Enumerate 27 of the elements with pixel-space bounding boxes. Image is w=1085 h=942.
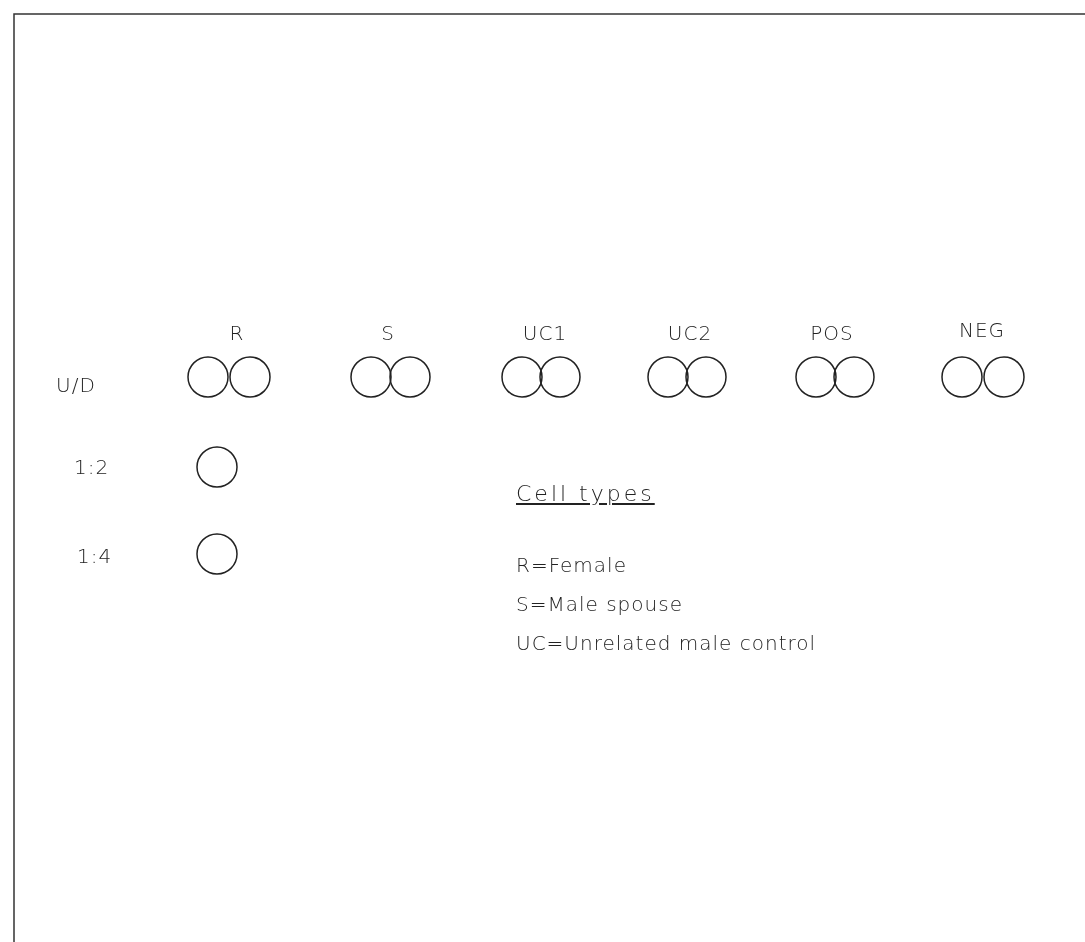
legend-text: R=Female	[516, 555, 627, 575]
well-circle	[389, 356, 431, 398]
well-circle	[941, 356, 983, 398]
well-circle	[187, 356, 229, 398]
well-circle	[983, 356, 1025, 398]
legend-heading: Cell types	[516, 483, 655, 508]
legend-text: S=Male spouse	[516, 594, 683, 614]
column-header: R	[229, 323, 245, 343]
well-circle	[196, 446, 238, 488]
well-circle	[795, 356, 837, 398]
well-circle	[685, 356, 727, 398]
column-header: UC2	[667, 323, 713, 343]
well-circle	[196, 533, 238, 575]
row-header: U/D	[56, 375, 96, 395]
row-header: 1:2	[74, 457, 110, 477]
column-header: UC1	[522, 323, 568, 343]
well-circle	[229, 356, 271, 398]
well-circle	[501, 356, 543, 398]
column-header: POS	[810, 323, 854, 343]
well-circle	[833, 356, 875, 398]
row-header: 1:4	[77, 546, 113, 566]
legend-text: UC=Unrelated male control	[516, 633, 817, 653]
well-circle	[350, 356, 392, 398]
well-circle	[539, 356, 581, 398]
column-header: NEG	[958, 320, 1006, 340]
well-circle	[647, 356, 689, 398]
column-header: S	[381, 323, 395, 343]
